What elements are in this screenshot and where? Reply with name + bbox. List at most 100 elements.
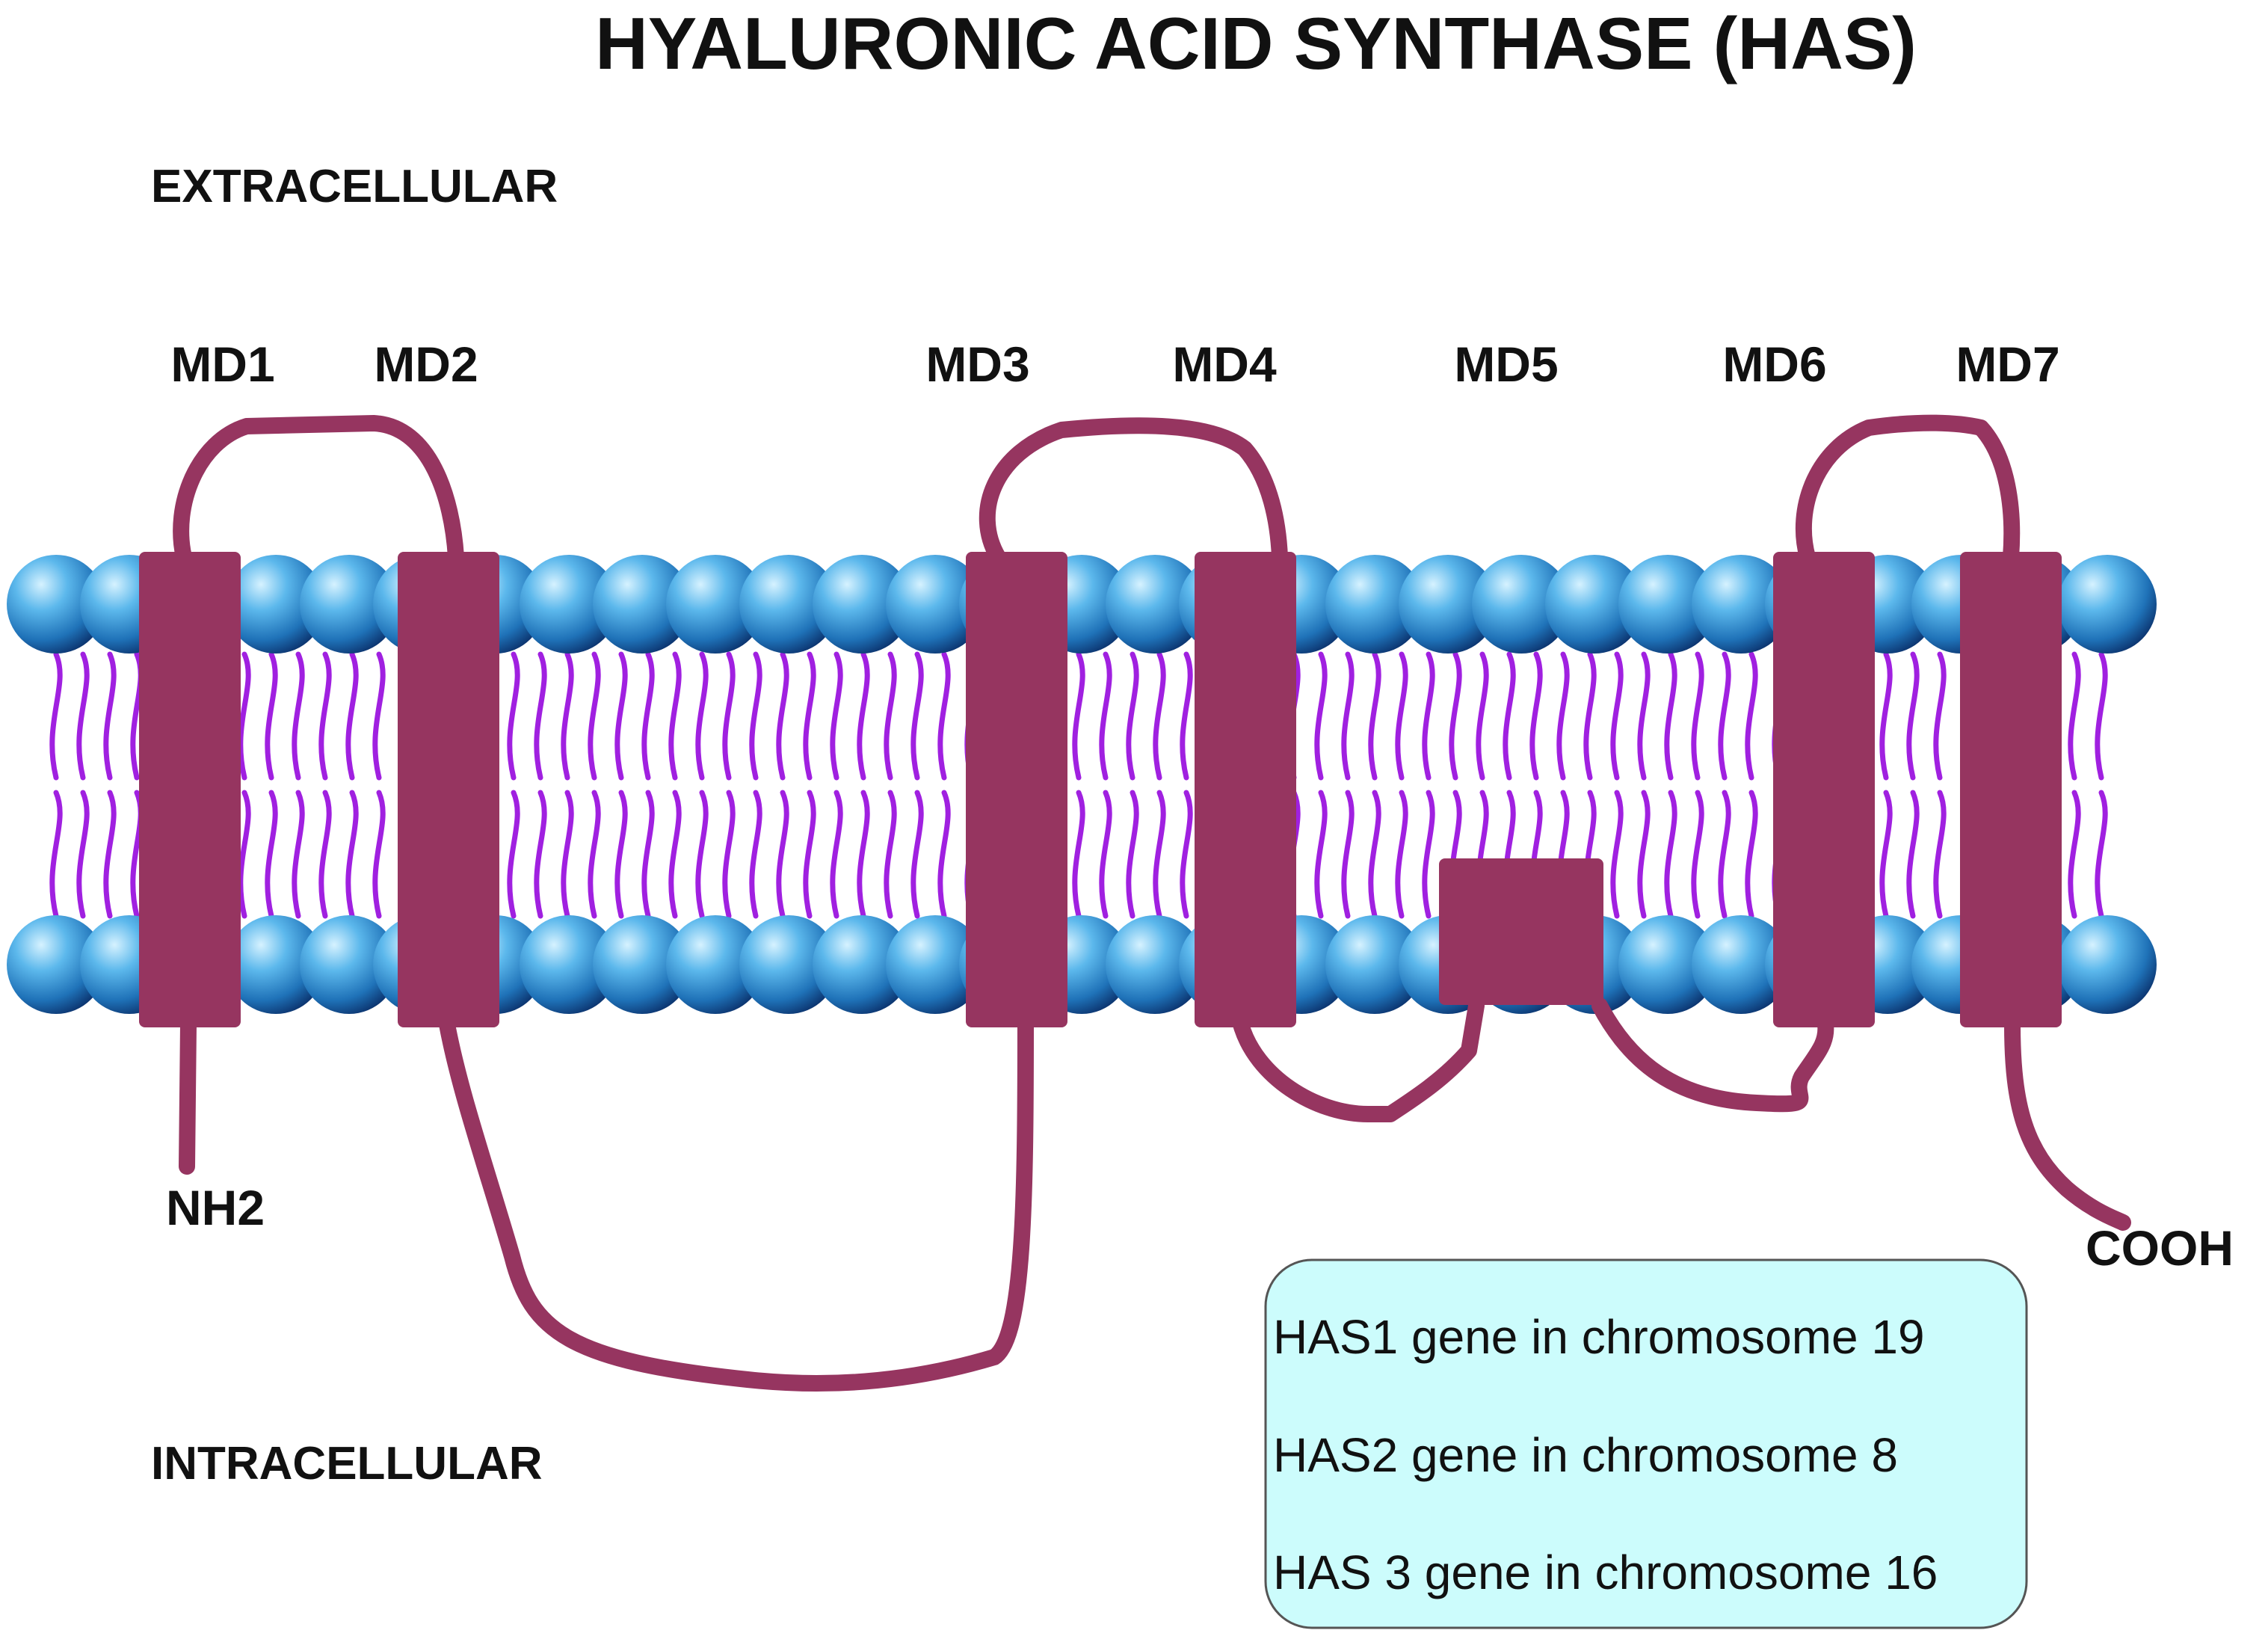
lipid-tail <box>1341 651 1355 781</box>
domain-label-md3: MD3 <box>925 336 1029 392</box>
extracellular-loop-md6-md7 <box>1795 414 2021 565</box>
lipid-head <box>1472 555 1571 654</box>
gene-info-box-background <box>1264 1258 2028 1629</box>
lipid-tail <box>1691 790 1704 919</box>
lipid-head <box>739 555 838 654</box>
diagram-title: HYALURONIC ACID SYNTHASE (HAS) <box>595 2 1917 84</box>
lipid-tail <box>937 651 951 781</box>
lipid-head <box>7 555 105 654</box>
lipid-head <box>1692 555 1790 654</box>
lipid-tail <box>695 790 709 919</box>
lipid-tail <box>803 651 816 781</box>
lipid-tail <box>1476 651 1489 781</box>
lipid-tail <box>292 651 305 781</box>
lipid-tail <box>1126 790 1139 919</box>
lipid-tail <box>641 790 655 919</box>
lipid-head <box>593 915 691 1014</box>
lipid-tail <box>1072 651 1085 781</box>
protein-chain <box>173 414 2131 1392</box>
lipid-tail <box>76 790 90 919</box>
lipid-tail <box>1314 651 1328 781</box>
lipid-tail <box>1126 651 1139 781</box>
lipid-tail <box>1664 651 1677 781</box>
intracellular-label: INTRACELLULAR <box>151 1438 543 1489</box>
lipid-tail <box>857 651 870 781</box>
lipid-head <box>813 915 911 1014</box>
helix-md1 <box>139 552 241 1027</box>
lipid-tail <box>1879 790 1893 919</box>
lipid-tail <box>776 651 789 781</box>
lipid-tail <box>937 790 951 919</box>
lipid-tail <box>345 790 359 919</box>
lipid-tail <box>372 790 386 919</box>
lipid-tail <box>1072 790 1085 919</box>
lipid-head <box>813 555 911 654</box>
lipid-tail <box>49 651 63 781</box>
lipid-tail <box>1314 790 1328 919</box>
lipid-tail <box>1718 651 1731 781</box>
lipid-tail <box>265 651 278 781</box>
lipid-tail <box>857 790 870 919</box>
lipid-tail <box>1529 651 1543 781</box>
lipid-tail <box>372 651 386 781</box>
helix-md5 <box>1439 858 1603 1005</box>
lipid-head <box>666 915 765 1014</box>
gene-info-box: HAS1 gene in chromosome 19 HAS2 gene in … <box>1264 1258 2028 1629</box>
lipid-tail <box>1879 651 1893 781</box>
lipid-tail <box>534 790 547 919</box>
intracellular-loop-md2-md3 <box>439 1016 1034 1392</box>
lipid-tail <box>1906 790 1920 919</box>
lipid-head <box>227 915 325 1014</box>
lipid-tail <box>910 790 924 919</box>
lipid-tail <box>265 790 278 919</box>
lipid-head <box>7 915 105 1014</box>
lipid-tail <box>103 651 117 781</box>
lipid-tail <box>238 651 251 781</box>
lipid-tail <box>1395 651 1408 781</box>
lipid-tail <box>1395 790 1408 919</box>
lipid-tail <box>318 790 332 919</box>
lipid-head <box>886 915 984 1014</box>
lipid-tail <box>830 790 843 919</box>
intracellular-loop-md5-md6 <box>1591 997 1834 1113</box>
lipid-head <box>1325 915 1424 1014</box>
lipid-tail <box>1745 790 1758 919</box>
lipid-head <box>520 915 618 1014</box>
lipid-tail <box>2095 651 2108 781</box>
helix-md4 <box>1195 552 1296 1027</box>
domain-label-md1: MD1 <box>170 336 274 392</box>
gene-has2: HAS2 gene in chromosome 8 <box>1273 1428 1898 1482</box>
helix-md3 <box>966 552 1067 1027</box>
lipid-tail <box>695 651 709 781</box>
lipid-head <box>1692 915 1790 1014</box>
lipid-head <box>1106 915 1204 1014</box>
lipid-tail <box>668 790 682 919</box>
lipid-tail <box>1933 790 1947 919</box>
lipid-tail <box>1368 790 1381 919</box>
lipid-tail <box>1099 651 1112 781</box>
lipid-tail <box>588 651 601 781</box>
lipid-tail <box>1718 790 1731 919</box>
domain-label-md4: MD4 <box>1172 336 1277 392</box>
lipid-tail <box>2068 651 2081 781</box>
lipid-head <box>886 555 984 654</box>
lipid-tail <box>1664 790 1677 919</box>
lipid-head <box>1618 555 1717 654</box>
extracellular-loop-md3-md4 <box>979 417 1288 565</box>
lipid-tail <box>614 651 628 781</box>
helix-md7 <box>1960 552 2062 1027</box>
domain-label-md2: MD2 <box>374 336 478 392</box>
lipid-tail <box>76 651 90 781</box>
lipid-tail <box>722 651 736 781</box>
lipid-head <box>1106 555 1204 654</box>
lipid-head <box>1325 555 1424 654</box>
extracellular-label: EXTRACELLULAR <box>151 161 558 212</box>
lipid-tail <box>1449 651 1462 781</box>
helix-md6 <box>1773 552 1875 1027</box>
lipid-tail <box>49 790 63 919</box>
lipid-tail <box>103 790 117 919</box>
lipid-tail <box>561 790 574 919</box>
lipid-tail <box>1099 790 1112 919</box>
lipid-tail <box>749 651 762 781</box>
